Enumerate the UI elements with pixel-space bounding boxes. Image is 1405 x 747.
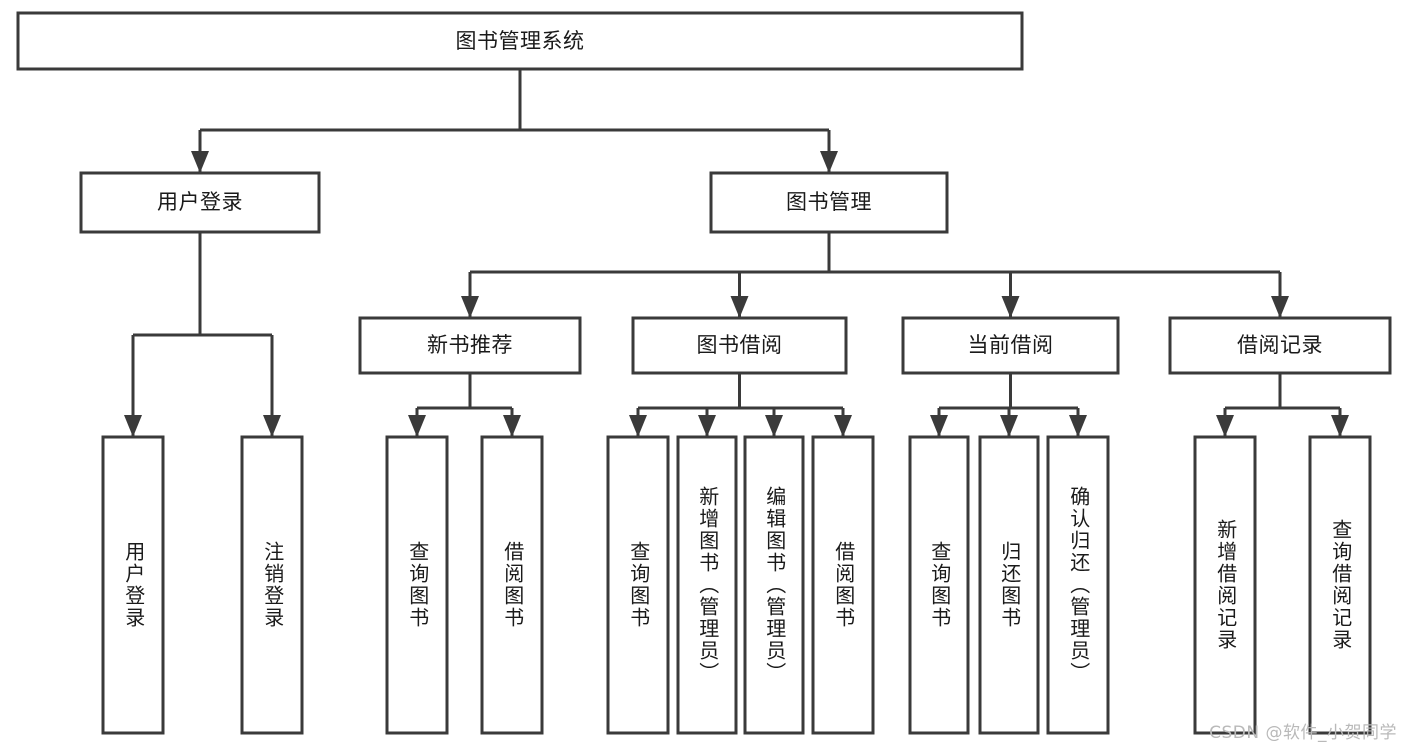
arrow-icon-leaf-query-book-2 <box>629 415 647 437</box>
node-box-root[interactable] <box>16 11 1024 71</box>
node-box-leaf-borrow-book-2[interactable] <box>811 435 875 735</box>
arrow-icon-leaf-borrow-book-2 <box>834 415 852 437</box>
node-box-leaf-return-book[interactable] <box>978 435 1040 735</box>
node-box-user-login[interactable] <box>79 171 321 234</box>
arrow-icon-user-login <box>191 151 209 173</box>
node-box-leaf-query-book-2[interactable] <box>606 435 670 735</box>
arrow-icon-leaf-borrow-book-1 <box>503 415 521 437</box>
arrow-icon-leaf-add-record <box>1216 415 1234 437</box>
arrow-icon-leaf-query-book-3 <box>930 415 948 437</box>
arrow-icon-borrow-record <box>1271 296 1289 318</box>
csdn-watermark: CSDN @软件_小贺同学 <box>1209 723 1397 743</box>
node-box-leaf-query-book-3[interactable] <box>908 435 970 735</box>
arrow-icon-current-borrow <box>1001 296 1020 318</box>
node-box-leaf-query-record[interactable] <box>1308 435 1372 735</box>
node-box-book-borrow[interactable] <box>631 316 848 375</box>
node-box-current-borrow[interactable] <box>901 316 1120 375</box>
node-boxes-layer <box>16 11 1392 735</box>
node-box-leaf-query-book-1[interactable] <box>385 435 449 735</box>
arrow-icon-leaf-user-login <box>124 415 142 437</box>
node-box-leaf-add-record[interactable] <box>1193 435 1257 735</box>
arrow-icon-leaf-query-record <box>1331 415 1349 437</box>
connectors-layer <box>124 69 1349 437</box>
arrow-icon-book-borrow <box>730 296 749 318</box>
arrow-icon-leaf-return-book <box>1000 415 1018 437</box>
arrow-icon-leaf-confirm-return <box>1069 415 1087 437</box>
arrow-icon-book-manage <box>820 151 838 173</box>
arrow-icon-leaf-query-book-1 <box>408 415 426 437</box>
node-box-leaf-borrow-book-1[interactable] <box>480 435 544 735</box>
node-box-leaf-edit-book[interactable] <box>743 435 805 735</box>
node-box-borrow-record[interactable] <box>1168 316 1392 375</box>
node-box-leaf-add-book[interactable] <box>676 435 738 735</box>
node-box-leaf-user-login[interactable] <box>101 435 165 735</box>
node-box-leaf-confirm-return[interactable] <box>1046 435 1110 735</box>
arrow-icon-new-book-recommend <box>461 296 479 318</box>
arrow-icon-leaf-logout-login <box>263 415 281 437</box>
arrow-icon-leaf-add-book <box>698 415 716 437</box>
node-box-book-manage[interactable] <box>709 171 949 234</box>
node-box-new-book-recommend[interactable] <box>358 316 582 375</box>
arrow-icon-leaf-edit-book <box>765 415 783 437</box>
node-box-leaf-logout-login[interactable] <box>240 435 304 735</box>
